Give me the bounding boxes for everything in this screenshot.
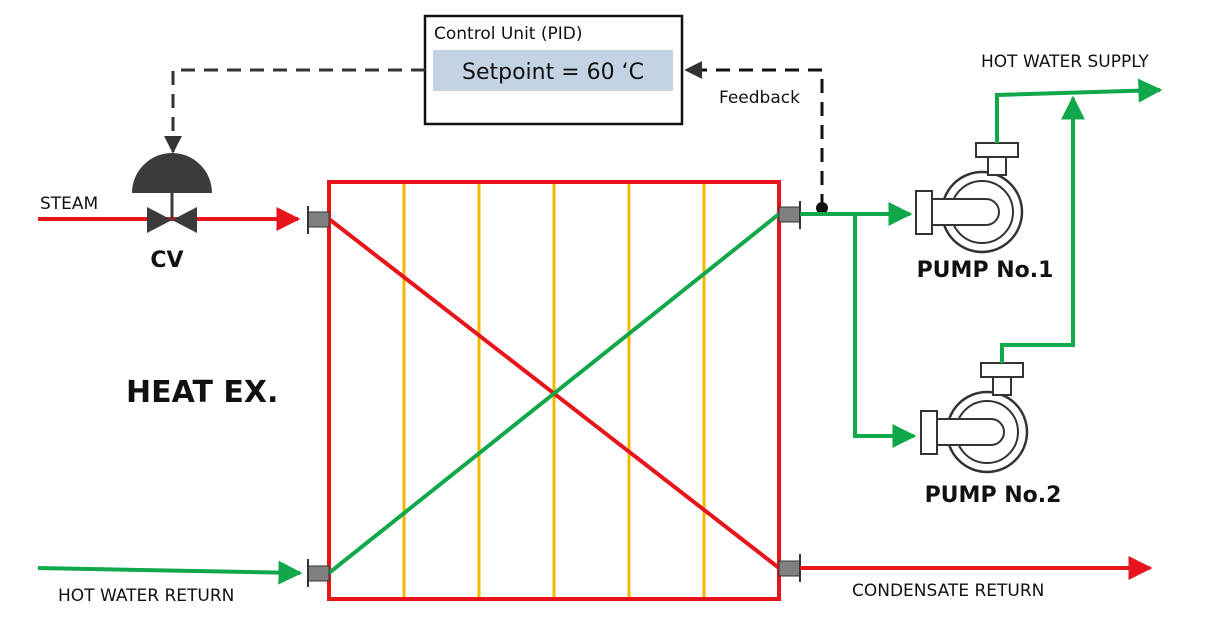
control-signal-line <box>164 68 425 154</box>
signal-lines: Feedback <box>164 61 828 214</box>
port-steam-in <box>307 206 330 234</box>
control-valve: CV <box>132 153 212 273</box>
steam-inlet: STEAM <box>38 194 301 231</box>
port-condensate-out <box>778 554 801 582</box>
hot-water-supply-label: HOT WATER SUPPLY <box>981 52 1149 72</box>
condensate-return-line: CONDENSATE RETURN <box>800 556 1153 601</box>
port-water-out <box>778 201 801 229</box>
plate-lines <box>402 184 706 597</box>
pump-2: PUMP No.2 <box>920 362 1062 508</box>
pump-1-icon <box>915 142 1024 254</box>
water-flow-path <box>327 212 781 575</box>
hot-water-supply-piping: HOT WATER SUPPLY <box>981 52 1163 363</box>
pump-2-icon <box>920 362 1029 474</box>
pump-inlet-piping <box>800 202 917 448</box>
heat-exchanger-label: HEAT EX. <box>126 375 278 410</box>
cv-label: CV <box>150 248 183 273</box>
control-unit: Control Unit (PID) Setpoint = 60 ‘C <box>423 14 684 126</box>
pump-1: PUMP No.1 <box>915 142 1054 283</box>
valve-actuator-icon <box>132 153 212 193</box>
setpoint-panel <box>433 50 673 91</box>
setpoint-value: Setpoint = 60 ‘C <box>462 60 644 85</box>
pump-2-label: PUMP No.2 <box>925 483 1062 508</box>
hot-water-return-inlet: HOT WATER RETURN <box>37 560 303 606</box>
port-water-in <box>307 559 330 587</box>
feedback-sensor-point <box>816 202 828 214</box>
control-unit-title: Control Unit (PID) <box>434 24 582 44</box>
heat-exchanger: HEAT EX. <box>126 180 781 601</box>
steam-label: STEAM <box>40 194 98 214</box>
pump-1-label: PUMP No.1 <box>917 258 1054 283</box>
hot-water-return-label: HOT WATER RETURN <box>58 586 234 606</box>
feedback-signal-line <box>684 61 824 208</box>
feedback-label: Feedback <box>719 88 800 108</box>
condensate-return-label: CONDENSATE RETURN <box>852 581 1044 601</box>
valve-body-icon <box>147 207 197 233</box>
